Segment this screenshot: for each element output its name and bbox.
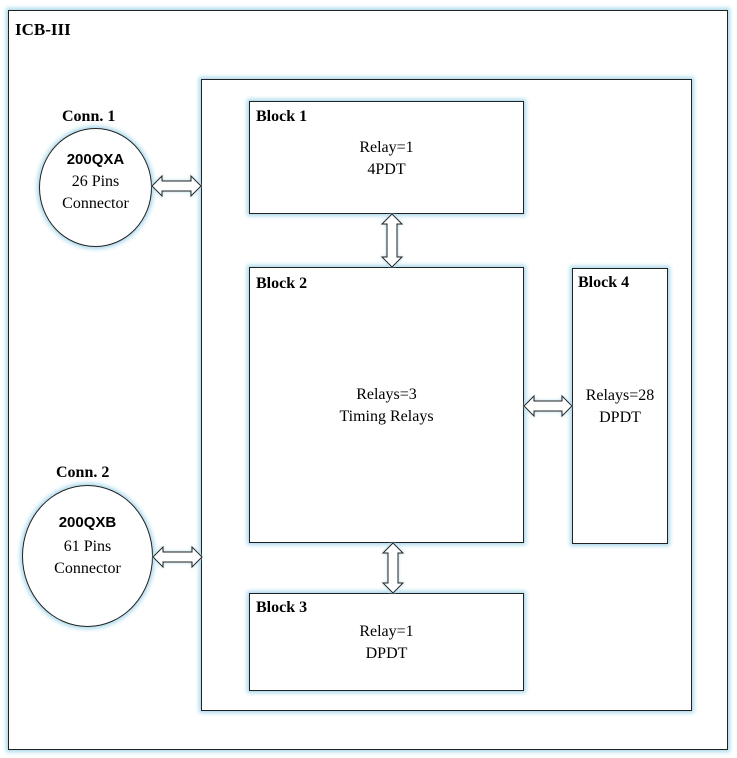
block-2-line1: Relays=3 — [356, 386, 417, 403]
block-4-line1: Relays=28 — [585, 387, 655, 404]
block-4-title: Block 4 — [578, 274, 630, 291]
block-1-title: Block 1 — [256, 108, 308, 125]
arrow-conn1-container — [151, 174, 202, 198]
block-2-title: Block 2 — [256, 275, 308, 292]
block-1 — [249, 101, 524, 214]
frame-title: ICB-III — [15, 20, 71, 39]
arrow-block2-block4 — [523, 394, 573, 418]
block-4-text: Relays=28 DPDT — [572, 385, 668, 429]
connector-1 — [39, 128, 152, 247]
block-3 — [249, 593, 524, 691]
arrow-conn2-container — [152, 545, 203, 569]
connector-2-model: 200QXB — [58, 514, 117, 531]
conn-2-label: Conn. 2 — [56, 464, 110, 481]
conn-1-label: Conn. 1 — [62, 108, 116, 125]
arrow-block1-block2 — [380, 213, 404, 268]
block-1-text: Relay=1 4PDT — [249, 137, 524, 181]
connector-2-line2: Connector — [54, 560, 121, 577]
block-4 — [572, 268, 668, 544]
connector-2 — [22, 485, 153, 627]
connector-2-text: 200QXB 61 Pins Connector — [22, 512, 153, 580]
block-2 — [249, 267, 524, 543]
arrow-block2-block3 — [381, 542, 405, 594]
block-1-line2: 4PDT — [367, 161, 406, 178]
block-3-line1: Relay=1 — [359, 623, 414, 640]
block-2-text: Relays=3 Timing Relays — [249, 384, 524, 428]
block-3-text: Relay=1 DPDT — [249, 621, 524, 665]
block-3-title: Block 3 — [256, 599, 308, 616]
block-1-line1: Relay=1 — [359, 139, 414, 156]
connector-1-model: 200QXA — [66, 151, 125, 168]
connector-1-line1: 26 Pins — [71, 173, 120, 190]
connector-2-line1: 61 Pins — [63, 538, 112, 555]
connector-1-line2: Connector — [62, 195, 129, 212]
block-4-line2: DPDT — [599, 409, 641, 426]
block-2-line2: Timing Relays — [339, 408, 434, 425]
connector-1-text: 200QXA 26 Pins Connector — [39, 149, 152, 215]
block-3-line2: DPDT — [365, 645, 408, 662]
